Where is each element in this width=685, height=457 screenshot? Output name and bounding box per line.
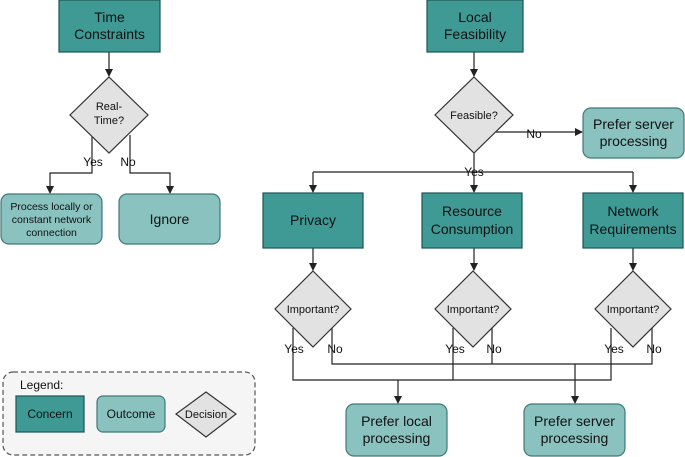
label-resource-yes: Yes: [445, 342, 465, 356]
resource-consumption-line2: Consumption: [431, 221, 514, 237]
outcome-prefer-local: Prefer local processing: [345, 403, 448, 457]
label-network-yes: Yes: [604, 342, 624, 356]
outcome-process-locally: Process locally or constant network conn…: [0, 193, 103, 245]
outcome-prefer-server-bottom: Prefer server processing: [523, 403, 626, 457]
network-requirements-line1: Network: [607, 203, 659, 219]
prefer-server-bottom-line1: Prefer server: [534, 413, 615, 429]
legend-concern-swatch: [15, 395, 85, 433]
local-feasibility-line2: Feasibility: [444, 26, 506, 42]
label-realtime-yes: Yes: [83, 155, 103, 169]
feasible-label: Feasible?: [450, 110, 498, 122]
legend-concern-label: Concern: [27, 407, 72, 421]
decision-real-time: Real- Time?: [69, 76, 149, 154]
process-locally-line3: connection: [26, 227, 77, 239]
local-feasibility-line1: Local: [458, 9, 491, 25]
real-time-line2: Time?: [94, 115, 124, 127]
process-locally-line2: constant network: [12, 214, 92, 226]
network-requirements-line2: Requirements: [589, 221, 676, 237]
label-network-no: No: [646, 342, 662, 356]
important-network-label: Important?: [607, 304, 660, 316]
prefer-local-line2: processing: [363, 430, 431, 446]
node-time-constraints: Time Constraints: [58, 0, 161, 53]
label-privacy-no: No: [327, 342, 343, 356]
label-privacy-yes: Yes: [284, 342, 304, 356]
process-locally-line1: Process locally or: [10, 201, 93, 213]
edge-realtime-no: [129, 135, 174, 194]
time-constraints-line2: Constraints: [74, 26, 145, 42]
outcome-prefer-server-top: Prefer server processing: [582, 107, 685, 159]
legend-outcome-swatch: [96, 395, 166, 433]
ignore-label: Ignore: [150, 211, 190, 227]
decision-important-network: Important?: [594, 270, 672, 348]
label-feasible-yes: Yes: [464, 165, 484, 179]
edge-realtime-yes: [46, 135, 93, 194]
outcome-ignore: Ignore: [118, 193, 221, 245]
node-network-requirements: Network Requirements: [582, 192, 684, 249]
resource-consumption-line1: Resource: [442, 203, 502, 219]
prefer-server-top-line1: Prefer server: [593, 116, 674, 132]
legend-title: Legend:: [20, 378, 63, 392]
important-privacy-label: Important?: [287, 304, 340, 316]
prefer-local-line1: Prefer local: [361, 413, 432, 429]
node-resource-consumption: Resource Consumption: [421, 192, 523, 249]
node-local-feasibility: Local Feasibility: [426, 0, 524, 53]
important-resource-label: Important?: [447, 304, 500, 316]
legend: Legend: Concern Outcome Decision: [2, 371, 256, 456]
edge-privacy-no: [331, 328, 575, 365]
label-realtime-no: No: [120, 155, 136, 169]
edge-privacy-yes: [292, 328, 398, 381]
time-constraints-line1: Time: [94, 9, 125, 25]
legend-decision-label: Decision: [185, 409, 227, 421]
decision-important-resource: Important?: [434, 270, 512, 348]
decision-feasible: Feasible?: [434, 76, 514, 154]
edge-network-no: [575, 328, 653, 365]
label-resource-no: No: [486, 342, 502, 356]
prefer-server-top-line2: processing: [600, 133, 668, 149]
prefer-server-bottom-line2: processing: [541, 430, 609, 446]
legend-outcome-label: Outcome: [107, 407, 156, 421]
decision-important-privacy: Important?: [274, 270, 352, 348]
label-feasible-no: No: [526, 127, 542, 141]
edge-network-yes: [398, 328, 612, 381]
legend-decision-swatch: [174, 391, 238, 438]
privacy-label: Privacy: [290, 212, 336, 228]
real-time-line1: Real-: [96, 101, 123, 113]
node-privacy: Privacy: [262, 192, 364, 249]
